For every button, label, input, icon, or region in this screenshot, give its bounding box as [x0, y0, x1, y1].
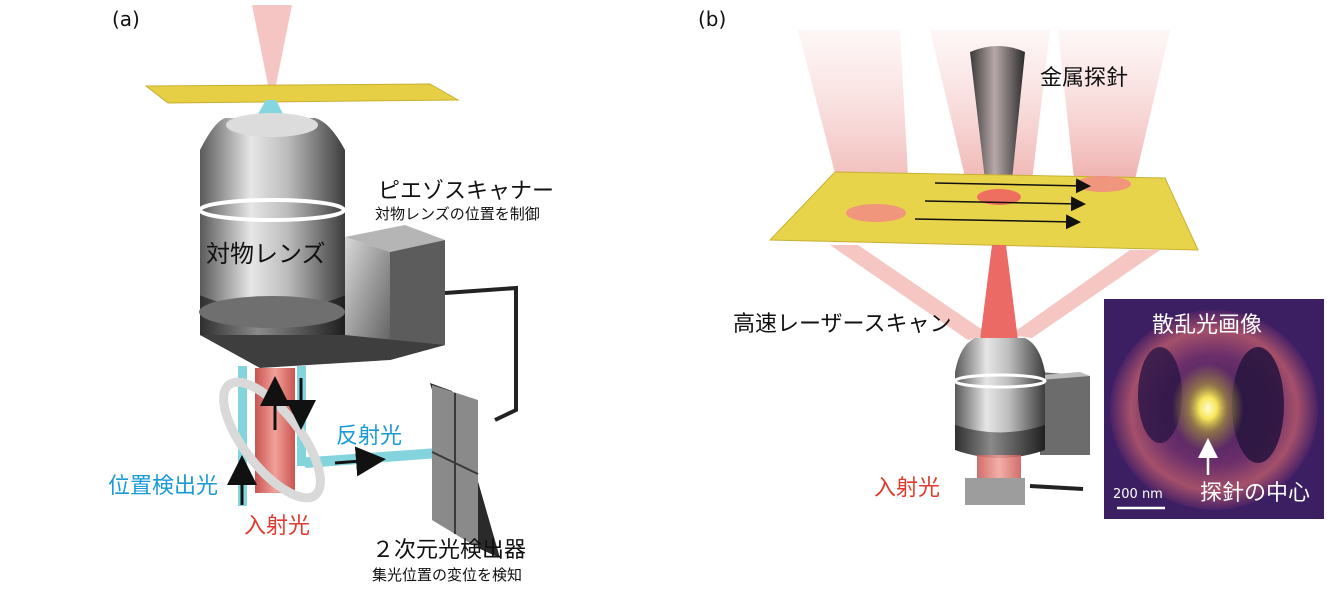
- label-laser-scan: 高速レーザースキャン: [733, 312, 951, 337]
- objective-lens-b-ring: [953, 373, 1047, 389]
- label-detector: ２次元光検出器: [372, 538, 526, 563]
- base-plate-a: [200, 335, 445, 368]
- cable-a: [444, 285, 518, 422]
- label-metal-probe: 金属探針: [1040, 66, 1128, 91]
- sample-plate-b: [768, 171, 1199, 251]
- lens-base-b: [955, 425, 1045, 458]
- scattering-inset: 散乱光画像 探針の中心 200 nm: [1104, 299, 1324, 519]
- label-piezo-desc: 対物レンズの位置を制御: [375, 205, 540, 223]
- piezo-box-side: [390, 240, 445, 360]
- scale-bar-label: 200 nm: [1113, 487, 1163, 502]
- sample-plate-a: [144, 83, 460, 104]
- panel-a-tag: (a): [112, 7, 140, 31]
- spot-center-b: [977, 189, 1021, 205]
- label-incident-light-a: 入射光: [244, 514, 310, 539]
- objective-lens-a: [200, 118, 345, 310]
- label-piezo-scanner: ピエゾスキャナー: [378, 179, 554, 204]
- mirror-b: [965, 478, 1025, 505]
- objective-lens-ring: [198, 198, 346, 222]
- label-position-detect-light: 位置検出光: [108, 474, 218, 499]
- lens-base-top: [199, 296, 345, 328]
- cone-right-b: [1058, 30, 1170, 188]
- beam-right-below: [1010, 250, 1160, 338]
- spot-left-b: [846, 204, 906, 222]
- detector-divider-h: [431, 451, 479, 475]
- beam-center-below: [980, 245, 1018, 340]
- cable-b: [1029, 484, 1084, 491]
- scan-arrow-2: [924, 196, 1086, 212]
- panel-b: 散乱光画像 探針の中心 200 nm (b) 金属探針 高速レーザースキャン 入…: [698, 7, 1324, 519]
- arrow-right-reflect: [334, 446, 386, 477]
- label-detector-desc: 集光位置の変位を検知: [372, 566, 522, 584]
- label-objective-lens: 対物レンズ: [206, 240, 326, 268]
- scan-arrow-3: [914, 214, 1081, 230]
- incident-cone-top-a: [252, 5, 292, 90]
- inset-dark-lobe-left: [1138, 347, 1182, 443]
- metal-probe: [970, 46, 1025, 190]
- piezo-box-top: [345, 225, 445, 252]
- panel-b-tag: (b): [698, 7, 726, 31]
- label-probe-center: 探針の中心: [1200, 481, 1310, 506]
- label-incident-light-b: 入射光: [874, 476, 940, 501]
- cone-left-b: [798, 30, 910, 212]
- inset-title: 散乱光画像: [1152, 313, 1262, 338]
- inset-dark-lobe-right: [1232, 347, 1284, 463]
- label-reflected-light: 反射光: [336, 424, 402, 449]
- objective-lens-top: [226, 113, 318, 137]
- inset-bright-spot: [1172, 364, 1244, 452]
- spot-right-b: [1075, 176, 1131, 192]
- scanner-box-b-side: [1040, 372, 1090, 455]
- scan-arrow-1: [934, 178, 1091, 194]
- detect-beam-left: [238, 366, 247, 506]
- panel-a: (a) 対物レンズ ピエゾスキャナー 対物レンズの位置を制御 反射光 位置検出光…: [108, 5, 554, 584]
- piezo-box-front: [345, 237, 390, 360]
- beam-left-below: [830, 245, 990, 340]
